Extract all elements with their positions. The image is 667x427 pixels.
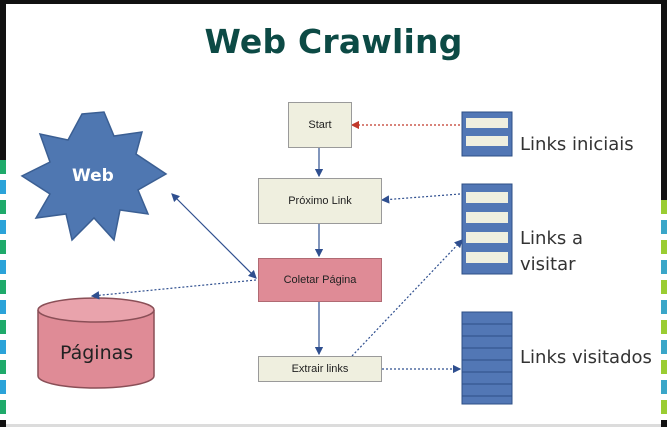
database-label: Páginas <box>60 342 134 364</box>
start-box: Start <box>288 102 352 148</box>
edge-decoration-left <box>0 160 6 420</box>
diagram-canvas <box>20 111 513 405</box>
queue-to-visit-label-line2: visitar <box>520 254 576 275</box>
web-cloud-shape <box>20 111 168 242</box>
queue-to-visit-label-line1: Links a <box>520 228 583 249</box>
arrow-web-collect <box>171 193 257 279</box>
queue-visited-label: Links visitados <box>520 347 652 368</box>
queue-initial-label: Links iniciais <box>520 134 634 155</box>
next-link-box: Próximo Link <box>258 178 382 224</box>
extract-links-box: Extrair links <box>258 356 382 382</box>
collect-page-box: Coletar Página <box>258 258 382 302</box>
arrow-collect-to-database <box>90 279 257 300</box>
arrow-extract-to-tovisit <box>351 239 463 357</box>
queue-visited <box>461 311 513 405</box>
arrow-tovisit-to-next <box>380 193 461 204</box>
queue-initial <box>461 111 513 157</box>
slide: Web Crawling <box>6 4 661 427</box>
web-label: Web <box>72 166 114 186</box>
edge-decoration-right <box>661 200 667 420</box>
queue-to-visit <box>461 183 513 275</box>
slide-title: Web Crawling <box>204 22 463 61</box>
